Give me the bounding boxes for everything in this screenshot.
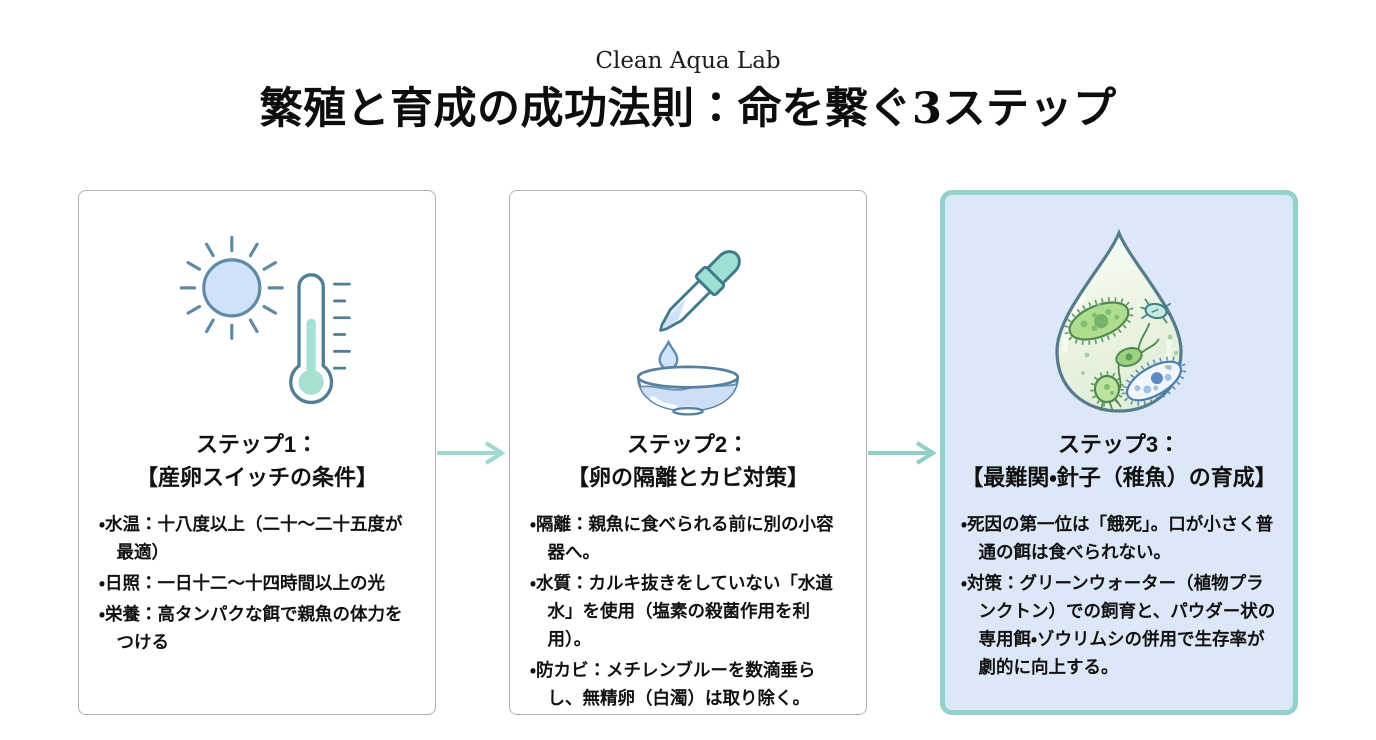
- step2-icon-wrap: [529, 215, 847, 427]
- step3-card-highlighted: ステップ3： 【最難関・針子（稚魚）の育成】 ・死因の第一位は「餓死」。口が小さ…: [940, 190, 1298, 716]
- step1-heading: ステップ1： 【産卵スイッチの条件】: [98, 429, 416, 494]
- arrow-right-icon: [436, 440, 509, 466]
- step1-heading-line2: 【産卵スイッチの条件】: [135, 464, 378, 490]
- step1-icon-wrap: [98, 215, 416, 427]
- step2-bullet: ・防カビ：メチレンブルーを数滴垂らし、無精卵（白濁）は取り除く。: [530, 659, 816, 708]
- step2-heading-line1: ステップ2：: [626, 432, 750, 458]
- step1-card: ステップ1： 【産卵スイッチの条件】 ・水温：十八度以上（二十～二十五度が最適）…: [78, 190, 436, 716]
- step3-heading-line1: ステップ3：: [1057, 432, 1181, 458]
- step3-heading: ステップ3： 【最難関・針子（稚魚）の育成】: [960, 429, 1278, 494]
- steps-row: ステップ1： 【産卵スイッチの条件】 ・水温：十八度以上（二十～二十五度が最適）…: [0, 190, 1376, 716]
- arrow-right-icon: [867, 440, 940, 466]
- brand-title: Clean Aqua Lab: [595, 48, 781, 74]
- step1-bullets: ・水温：十八度以上（二十～二十五度が最適） ・日照：一日十二～十四時間以上の光 …: [99, 510, 415, 656]
- step1-bullet: ・日照：一日十二～十四時間以上の光: [99, 572, 385, 593]
- step2-bullet: ・隔離：親魚に食べられる前に別の小容器へ。: [530, 513, 834, 562]
- step3-bullets: ・死因の第一位は「餓死」。口が小さく普通の餌は食べられない。 ・対策：グリーンウ…: [961, 510, 1277, 681]
- step1-bullet: ・栄養：高タンパクな餌で親魚の体力をつける: [99, 603, 403, 652]
- step2-bullet: ・水質：カルキ抜きをしていない「水道水」を使用（塩素の殺菌作用を利用）。: [530, 572, 833, 649]
- step1-bullet: ・水温：十八度以上（二十～二十五度が最適）: [99, 513, 403, 562]
- step3-heading-line2: 【最難関・針子（稚魚）の育成】: [961, 464, 1277, 490]
- step1-heading-line1: ステップ1：: [195, 432, 319, 458]
- step2-bullets: ・隔離：親魚に食べられる前に別の小容器へ。 ・水質：カルキ抜きをしていない「水道…: [530, 510, 846, 712]
- step2-card: ステップ2： 【卵の隔離とカビ対策】 ・隔離：親魚に食べられる前に別の小容器へ。…: [509, 190, 867, 716]
- step2-heading: ステップ2： 【卵の隔離とカビ対策】: [529, 429, 847, 494]
- step2-heading-line2: 【卵の隔離とカビ対策】: [566, 464, 809, 490]
- sun-thermometer-icon: [179, 236, 351, 405]
- water-drop-microbes-icon: [1055, 228, 1187, 413]
- dropper-bowl-icon: [636, 250, 741, 416]
- page-title: 繁殖と育成の成功法則：命を繋ぐ3ステップ: [259, 83, 1117, 134]
- step3-bullet: ・死因の第一位は「餓死」。口が小さく普通の餌は食べられない。: [961, 513, 1274, 562]
- step3-bullet: ・対策：グリーンウォーター（植物プランクトン）での飼育と、パウダー状の専用餌・ゾ…: [961, 572, 1276, 677]
- step3-icon-wrap: [960, 215, 1278, 427]
